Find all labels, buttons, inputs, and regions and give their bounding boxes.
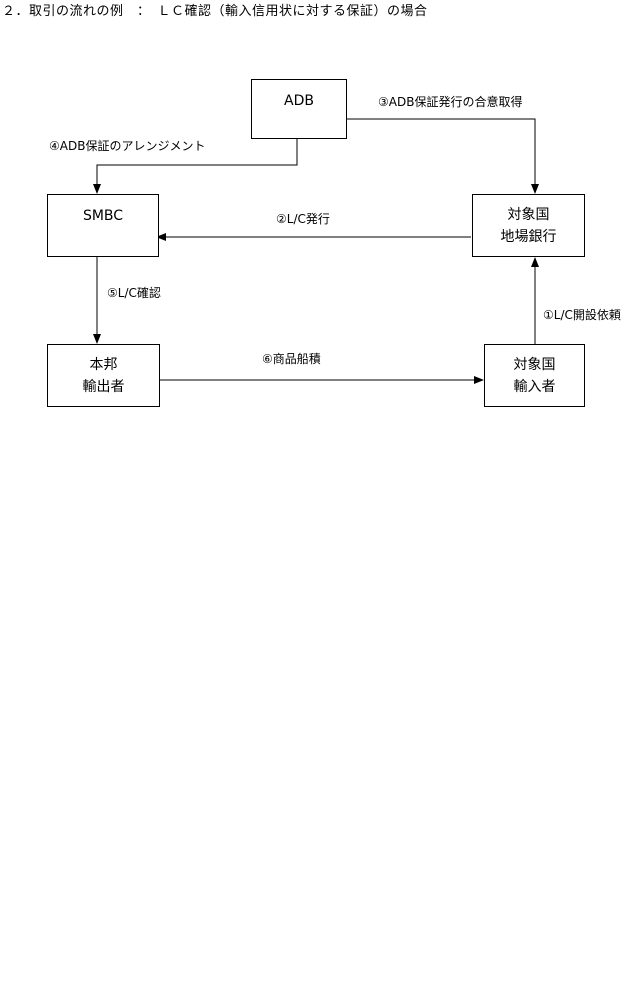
node-importer-line1: 対象国	[513, 356, 556, 373]
node-importer-line2: 輸入者	[513, 378, 556, 395]
node-adb: ADB	[251, 79, 347, 139]
arrow-adb-arrangement	[93, 129, 301, 194]
edge-label-step5: ⑤L/C確認	[107, 286, 161, 300]
edge-label-step2: ②L/C発行	[276, 212, 330, 226]
arrow-adb-agreement	[338, 115, 539, 194]
node-local-bank-line2: 地場銀行	[500, 228, 557, 245]
edge-label-step6: ⑥商品船積	[262, 352, 321, 366]
node-importer: 対象国 輸入者	[484, 344, 585, 407]
node-exporter-line1: 本邦	[89, 356, 118, 373]
node-smbc: SMBC	[47, 194, 159, 257]
edge-label-step3: ③ADB保証発行の合意取得	[378, 95, 523, 109]
edge-label-step4: ④ADB保証のアレンジメント	[49, 139, 206, 153]
node-local-bank-line1: 対象国	[507, 206, 550, 223]
node-exporter: 本邦 輸出者	[47, 344, 160, 407]
page-title: ２．取引の流れの例 ： ＬＣ確認（輸入信用状に対する保証）の場合	[2, 4, 428, 19]
node-smbc-label: SMBC	[82, 208, 124, 224]
node-adb-label: ADB	[284, 93, 314, 109]
edge-label-step1: ①L/C開設依頼	[543, 308, 621, 322]
node-exporter-line2: 輸出者	[82, 378, 125, 395]
node-local-bank: 対象国 地場銀行	[472, 194, 585, 257]
